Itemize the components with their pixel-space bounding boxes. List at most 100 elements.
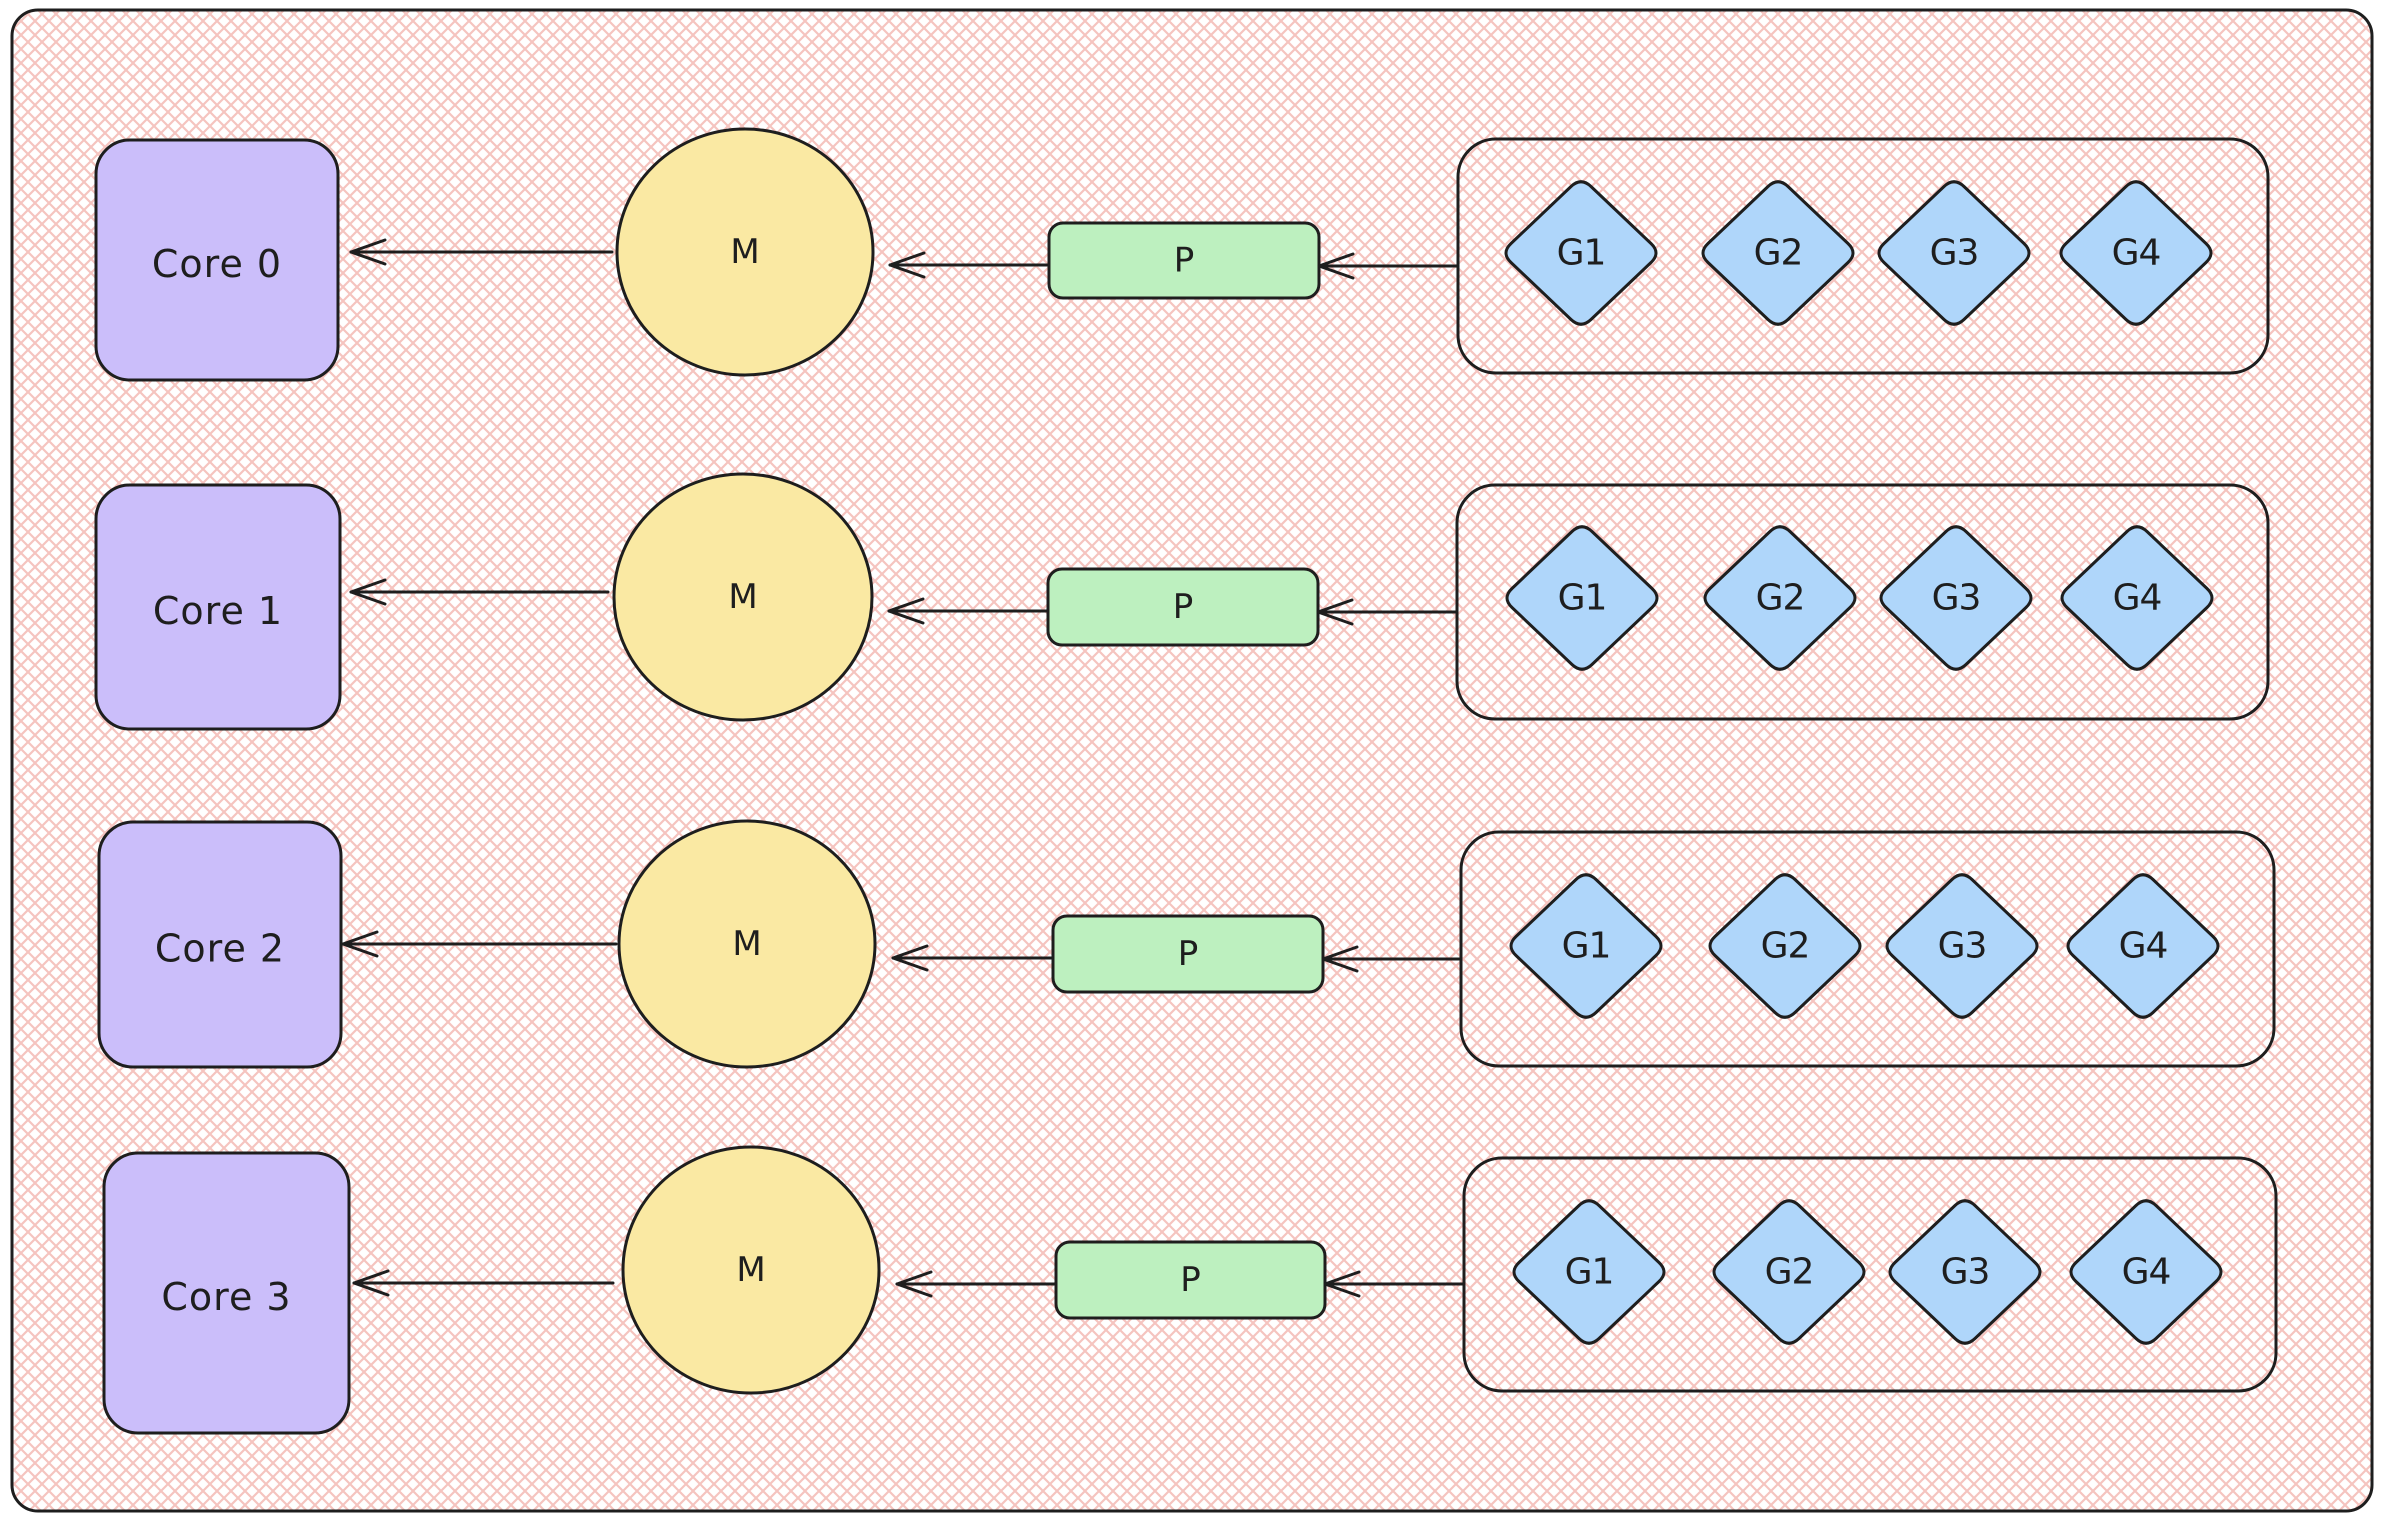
goroutine-node[interactable]: G1 (1512, 1199, 1666, 1345)
machine-to-core-arrow (349, 238, 614, 266)
processor-to-machine-arrow (887, 597, 1050, 625)
machine-label: M (732, 924, 761, 964)
goroutine-diamond (1509, 873, 1663, 1019)
core-node[interactable]: Core 2 (97, 820, 343, 1069)
goroutine-label: G2 (1754, 233, 1803, 274)
goroutine-queue-box (1455, 483, 2270, 721)
queue-to-processor-arrow (1323, 1270, 1466, 1298)
processor-box (1054, 1240, 1327, 1320)
goroutine-diamond (1879, 525, 2033, 671)
row-3: Core 3 M P G1 G2 G3 G4 (102, 1145, 2278, 1435)
arrowhead-icon (888, 251, 926, 279)
core-box (97, 820, 343, 1069)
goroutine-label: G1 (1558, 578, 1607, 619)
processor-to-machine-arrow (888, 251, 1051, 279)
goroutine-queue[interactable]: G1 G2 G3 G4 (1459, 830, 2276, 1068)
goroutine-queue-box (1459, 830, 2276, 1068)
goroutine-node[interactable]: G4 (2066, 873, 2220, 1019)
core-label: Core 0 (152, 242, 282, 286)
goroutine-node[interactable]: G2 (1712, 1199, 1866, 1345)
arrowhead-icon (895, 1270, 933, 1298)
goroutine-diamond (1703, 525, 1857, 671)
goroutine-label: G2 (1765, 1252, 1814, 1293)
processor-to-machine-arrow (895, 1270, 1058, 1298)
processor-label: P (1173, 587, 1194, 627)
goroutine-diamond (1505, 525, 1659, 671)
goroutine-node[interactable]: G3 (1885, 873, 2039, 1019)
arrowhead-icon (1321, 945, 1359, 973)
queue-to-processor-arrow (1317, 252, 1460, 280)
processor-node[interactable]: P (1051, 914, 1325, 994)
goroutine-node[interactable]: G3 (1877, 180, 2031, 326)
goroutine-node[interactable]: G4 (2060, 525, 2214, 671)
goroutine-diamond (1504, 180, 1658, 326)
goroutine-queue[interactable]: G1 G2 G3 G4 (1456, 137, 2270, 375)
goroutine-diamond (1885, 873, 2039, 1019)
goroutine-node[interactable]: G3 (1888, 1199, 2042, 1345)
processor-to-machine-arrow (891, 944, 1055, 972)
goroutine-queue[interactable]: G1 G2 G3 G4 (1455, 483, 2270, 721)
goroutine-node[interactable]: G3 (1879, 525, 2033, 671)
machine-to-core-arrow (349, 578, 610, 606)
processor-box (1047, 221, 1321, 300)
machine-node[interactable]: M (615, 127, 875, 377)
goroutine-node[interactable]: G1 (1505, 525, 1659, 671)
core-node[interactable]: Core 3 (102, 1151, 351, 1435)
core-box (94, 483, 342, 731)
processor-box (1046, 567, 1320, 647)
machine-node[interactable]: M (612, 472, 874, 722)
row-0: Core 0 M P G1 G2 G3 G4 (94, 127, 2270, 382)
core-node[interactable]: Core 0 (94, 138, 340, 382)
processor-label: P (1174, 241, 1195, 281)
goroutine-queue[interactable]: G1 G2 G3 G4 (1462, 1156, 2278, 1393)
goroutine-node[interactable]: G4 (2069, 1199, 2223, 1345)
goroutine-queue-box (1462, 1156, 2278, 1393)
processor-node[interactable]: P (1047, 221, 1321, 300)
processor-node[interactable]: P (1054, 1240, 1327, 1320)
arrowhead-icon (352, 1269, 390, 1297)
core-label: Core 2 (155, 927, 285, 971)
goroutine-diamond (2069, 1199, 2223, 1345)
goroutine-label: G3 (1941, 1252, 1990, 1293)
goroutine-node[interactable]: G1 (1509, 873, 1663, 1019)
goroutine-label: G1 (1562, 926, 1611, 967)
goroutine-diamond (1712, 1199, 1866, 1345)
goroutine-label: G3 (1930, 233, 1979, 274)
goroutine-label: G3 (1938, 926, 1987, 967)
processor-node[interactable]: P (1046, 567, 1320, 647)
goroutine-diamond (2060, 525, 2214, 671)
goroutine-label: G2 (1761, 926, 1810, 967)
machine-node[interactable]: M (617, 819, 877, 1069)
goroutine-label: G3 (1932, 578, 1981, 619)
machine-label: M (728, 577, 757, 617)
goroutine-diamond (1888, 1199, 2042, 1345)
arrowhead-icon (341, 930, 379, 958)
core-label: Core 3 (161, 1275, 291, 1319)
goroutine-node[interactable]: G4 (2059, 180, 2213, 326)
goroutine-label: G4 (2122, 1252, 2171, 1293)
goroutine-label: G2 (1756, 578, 1805, 619)
arrowhead-icon (887, 597, 925, 625)
goroutine-node[interactable]: G2 (1701, 180, 1855, 326)
machine-circle (612, 472, 874, 722)
goroutine-diamond (1877, 180, 2031, 326)
goroutine-diamond (2059, 180, 2213, 326)
goroutine-label: G4 (2119, 926, 2168, 967)
goroutine-node[interactable]: G2 (1703, 525, 1857, 671)
processor-box (1051, 914, 1325, 994)
core-node[interactable]: Core 1 (94, 483, 342, 731)
processor-label: P (1178, 934, 1199, 974)
goroutine-label: G4 (2112, 233, 2161, 274)
machine-circle (615, 127, 875, 377)
goroutine-node[interactable]: G2 (1708, 873, 1862, 1019)
goroutine-node[interactable]: G1 (1504, 180, 1658, 326)
goroutine-label: G4 (2113, 578, 2162, 619)
goroutine-queue-box (1456, 137, 2270, 375)
core-label: Core 1 (153, 589, 283, 633)
arrowhead-icon (1317, 252, 1355, 280)
queue-to-processor-arrow (1321, 945, 1463, 973)
processor-label: P (1180, 1260, 1201, 1300)
machine-node[interactable]: M (621, 1145, 881, 1395)
